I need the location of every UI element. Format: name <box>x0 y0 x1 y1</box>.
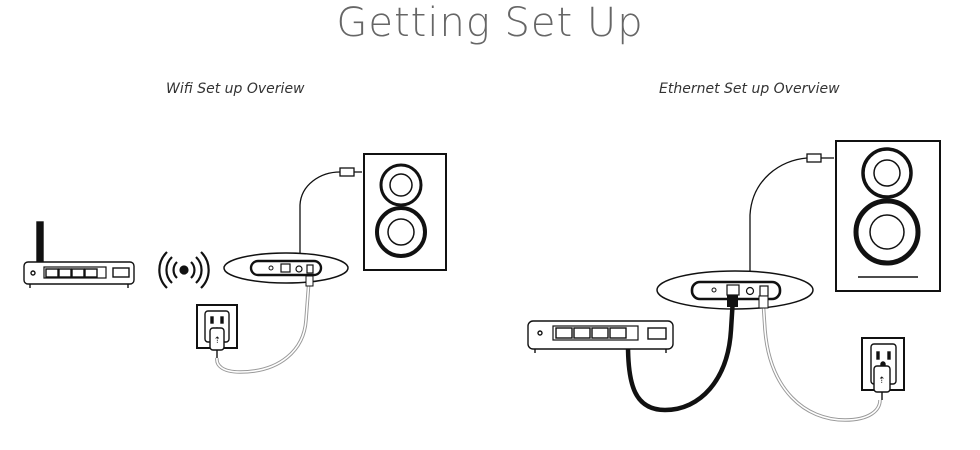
ethernet-power-cable <box>758 295 882 422</box>
ethernet-wall-outlet: ⇡ <box>861 337 905 400</box>
page-title: Getting Set Up <box>336 0 644 46</box>
ethernet-hub-device <box>656 270 814 310</box>
wifi-router <box>23 221 135 288</box>
wifi-hub-device <box>223 252 349 284</box>
ethernet-speaker <box>835 140 941 292</box>
ethernet-audio-cable <box>749 153 834 282</box>
ethernet-setup-caption: Ethernet Set up Overview <box>659 81 840 97</box>
wifi-speaker <box>363 153 447 271</box>
svg-text:⇡: ⇡ <box>878 376 886 386</box>
ethernet-cable <box>623 295 738 413</box>
wifi-setup-caption: Wifi Set up Overiew <box>166 81 305 97</box>
ethernet-setup-diagram: ⇡ <box>527 140 941 422</box>
svg-text:⇡: ⇡ <box>214 336 222 346</box>
router-antenna <box>36 221 44 265</box>
wifi-setup-diagram: ⇡ <box>23 153 447 374</box>
ethernet-router <box>527 320 674 353</box>
wifi-signal-icon <box>158 251 210 289</box>
wifi-audio-cable <box>299 167 362 262</box>
wifi-wall-outlet: ⇡ <box>196 304 238 358</box>
wifi-power-cable <box>215 275 314 374</box>
